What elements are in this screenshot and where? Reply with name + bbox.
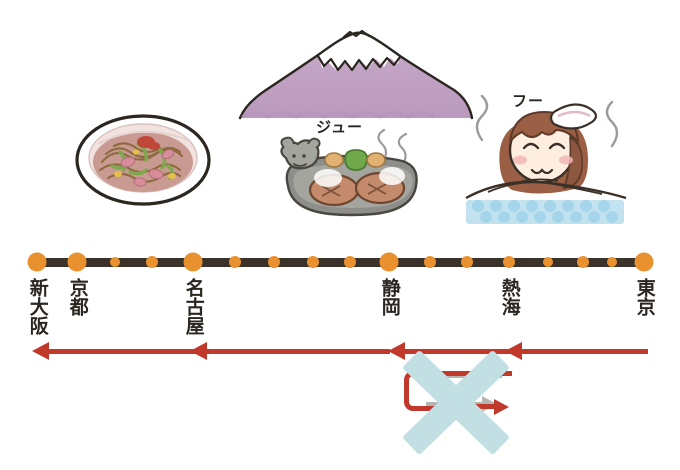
station-dot-minor [344,256,356,268]
station-label: 静岡 [378,278,401,316]
station-label: 新大阪 [26,278,49,335]
direction-arrow-left [190,340,390,364]
cross-out-x-icon [400,349,512,456]
shinkansen-rail-line [34,258,646,267]
direction-arrow-left [388,340,510,364]
station-dot-minor [146,256,158,268]
hamburg-steak-grill-illustration [280,128,418,217]
station-label: 京都 [66,278,89,316]
station-dot-major [27,252,47,272]
station-dot-minor [461,256,473,268]
station-dot-minor [268,256,280,268]
direction-arrow-left [32,340,197,364]
station-label: 熱海 [498,278,521,316]
station-dot-minor [110,257,120,267]
sizzle-onomatopoeia: ジュー [316,118,363,136]
fried-noodle-plate-illustration [75,114,211,206]
station-dot-major [183,252,203,272]
direction-arrow-left [505,340,648,364]
station-dot-major [634,252,654,272]
station-dot-minor [607,257,617,267]
station-dot-minor [543,257,553,267]
station-label: 東京 [633,278,656,316]
sigh-onomatopoeia: フー [512,92,545,110]
station-label: 名古屋 [182,278,205,335]
station-dot-minor [307,256,319,268]
onsen-girl-illustration [465,94,627,224]
station-dot-major [503,256,515,268]
station-dot-minor [424,256,436,268]
station-dot-minor [577,256,589,268]
station-dot-major [67,252,87,272]
mount-fuji-illustration [238,29,474,120]
station-dot-major [379,252,399,272]
station-dot-minor [229,256,241,268]
